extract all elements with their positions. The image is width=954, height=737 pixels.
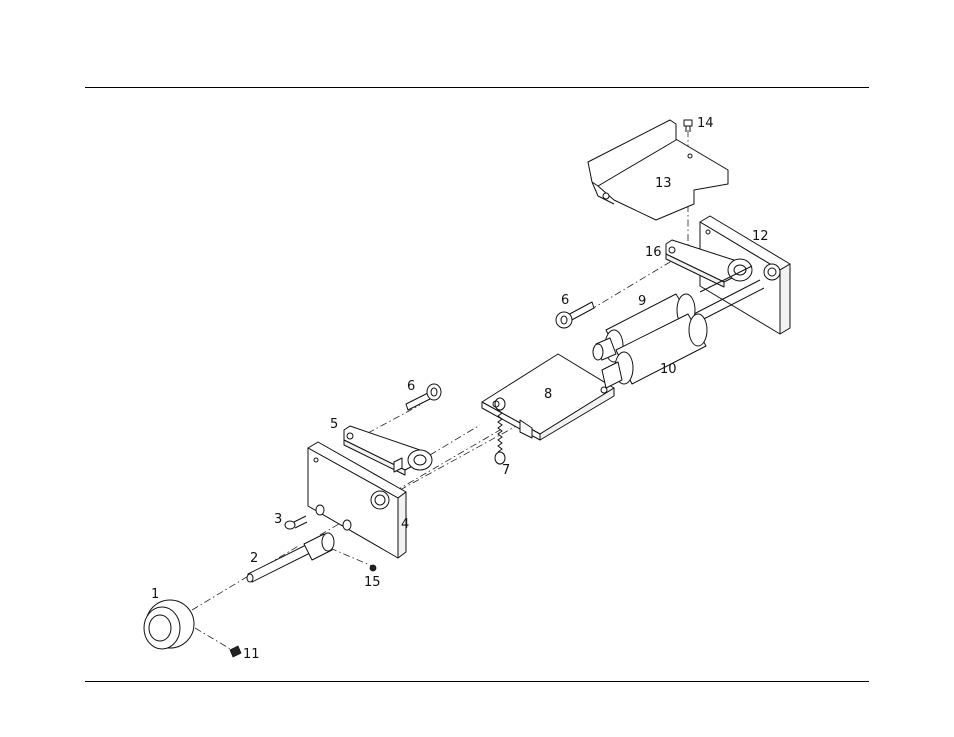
- part-9-10-cylinders: [593, 294, 707, 388]
- callout-11: 11: [243, 647, 260, 662]
- callout-9: 9: [638, 294, 646, 309]
- callout-1: 1: [151, 587, 159, 602]
- callout-6b: 6: [561, 293, 569, 308]
- part-13-cover: [588, 120, 728, 220]
- callout-12: 12: [752, 229, 769, 244]
- part-3-screw: [285, 516, 307, 529]
- callout-10: 10: [660, 362, 677, 377]
- part-15-set-screw: [370, 565, 376, 571]
- callout-4: 4: [401, 517, 409, 532]
- callout-3: 3: [274, 512, 282, 527]
- callout-15: 15: [364, 575, 381, 590]
- callout-7: 7: [502, 463, 510, 478]
- part-1-knob: [144, 600, 194, 649]
- callout-2: 2: [250, 551, 258, 566]
- callout-8: 8: [544, 387, 552, 402]
- callout-14: 14: [697, 116, 714, 131]
- callout-5: 5: [330, 417, 338, 432]
- callout-13: 13: [655, 176, 672, 191]
- part-2-shaft: [247, 533, 334, 582]
- part-11-set-screw: [230, 646, 241, 657]
- callout-16: 16: [645, 245, 662, 260]
- callout-6a: 6: [407, 379, 415, 394]
